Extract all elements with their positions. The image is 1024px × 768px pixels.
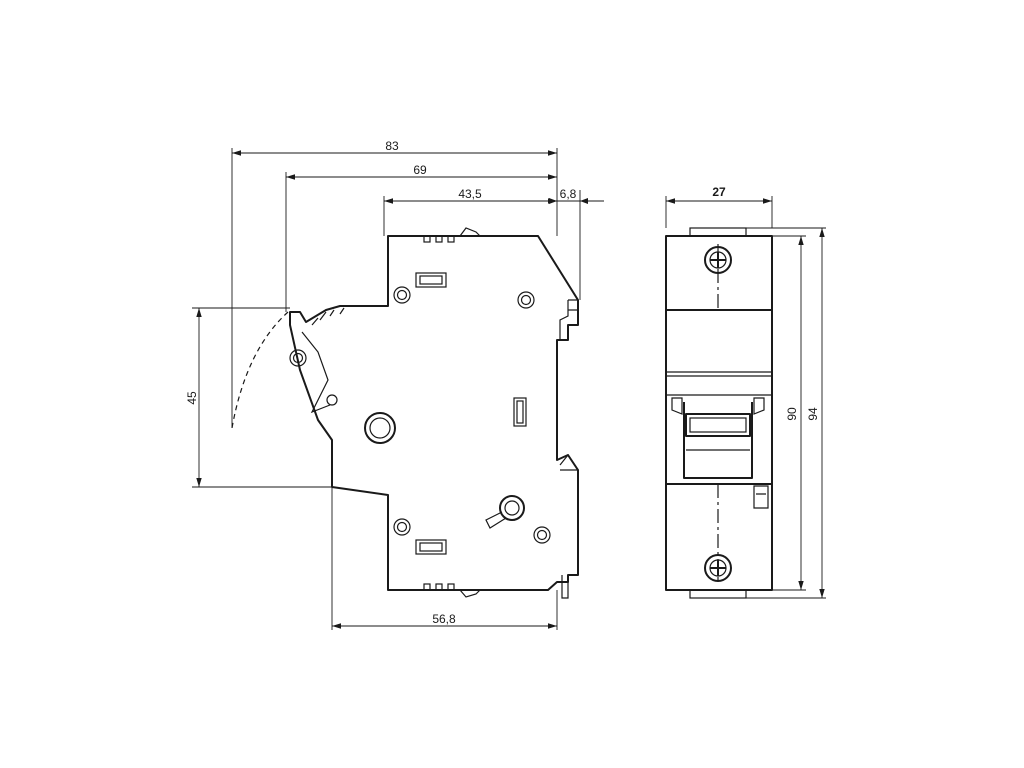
rivet xyxy=(517,291,535,309)
dimension-94-label: 94 xyxy=(806,407,820,421)
top-latch xyxy=(459,227,481,237)
dimension-6-8-label: 6,8 xyxy=(560,187,577,201)
front-view xyxy=(665,227,773,599)
handle-contour xyxy=(301,331,331,414)
rivet xyxy=(396,521,408,533)
front-handle-hinge-right xyxy=(753,397,765,415)
rivet xyxy=(396,289,408,301)
rail-clip-top xyxy=(559,299,578,340)
side-view xyxy=(231,227,579,599)
side-dimensions: 83 69 43,5 6,8 56,8 45 xyxy=(185,139,604,630)
dimension-43-5-label: 43,5 xyxy=(458,187,482,201)
dimension-83-label: 83 xyxy=(385,139,399,153)
front-dimensions: 27 90 94 xyxy=(665,185,826,599)
bottom-tab xyxy=(423,583,431,591)
terminal-screw-top xyxy=(704,246,732,274)
top-tab xyxy=(423,235,431,243)
rail-clip-bottom xyxy=(559,453,579,471)
lever-knob-inner xyxy=(504,500,520,516)
dimension-56-8-label: 56,8 xyxy=(432,612,456,626)
handle-ribs xyxy=(311,307,345,326)
dimension-45-label: 45 xyxy=(185,391,199,405)
rivet xyxy=(393,518,411,536)
front-top-tab xyxy=(689,227,747,237)
rail-pin xyxy=(561,575,569,599)
label-window-bottom-inner xyxy=(419,542,443,552)
bottom-tab xyxy=(447,583,455,591)
handle-pivot xyxy=(292,352,304,364)
top-tab xyxy=(435,235,443,243)
handle-swing-arc xyxy=(231,311,289,429)
indicator-slot xyxy=(513,397,527,427)
front-handle-window-inner xyxy=(689,417,747,433)
terminal-screw-bottom xyxy=(704,554,732,582)
rivet xyxy=(533,526,551,544)
lever-knob xyxy=(499,495,525,521)
handle-pivot xyxy=(289,349,307,367)
front-side-clip xyxy=(753,485,769,509)
side-view-outline xyxy=(289,235,579,591)
rivet xyxy=(393,286,411,304)
dimension-6-8-arrows xyxy=(549,198,588,204)
front-handle xyxy=(683,402,753,479)
label-window-top-inner xyxy=(419,275,443,285)
center-pivot-inner xyxy=(369,417,391,439)
center-pivot xyxy=(364,412,396,444)
front-handle-window xyxy=(685,413,751,437)
dimension-90-label: 90 xyxy=(785,407,799,421)
dimension-27-label: 27 xyxy=(712,185,726,199)
label-window-bottom xyxy=(415,539,447,555)
top-tab xyxy=(447,235,455,243)
rivet xyxy=(520,294,532,306)
screw-cross-icon xyxy=(710,252,726,268)
screw-cross-icon xyxy=(710,560,726,576)
bottom-latch xyxy=(459,589,481,598)
lever-arm xyxy=(485,511,507,529)
handle-stud xyxy=(326,394,338,406)
dimension-69-label: 69 xyxy=(413,163,427,177)
rivet xyxy=(536,529,548,541)
bottom-tab xyxy=(435,583,443,591)
front-handle-hinge-left xyxy=(671,397,683,415)
front-bottom-tab xyxy=(689,589,747,599)
label-window-top xyxy=(415,272,447,288)
indicator-slot-inner xyxy=(516,400,524,424)
